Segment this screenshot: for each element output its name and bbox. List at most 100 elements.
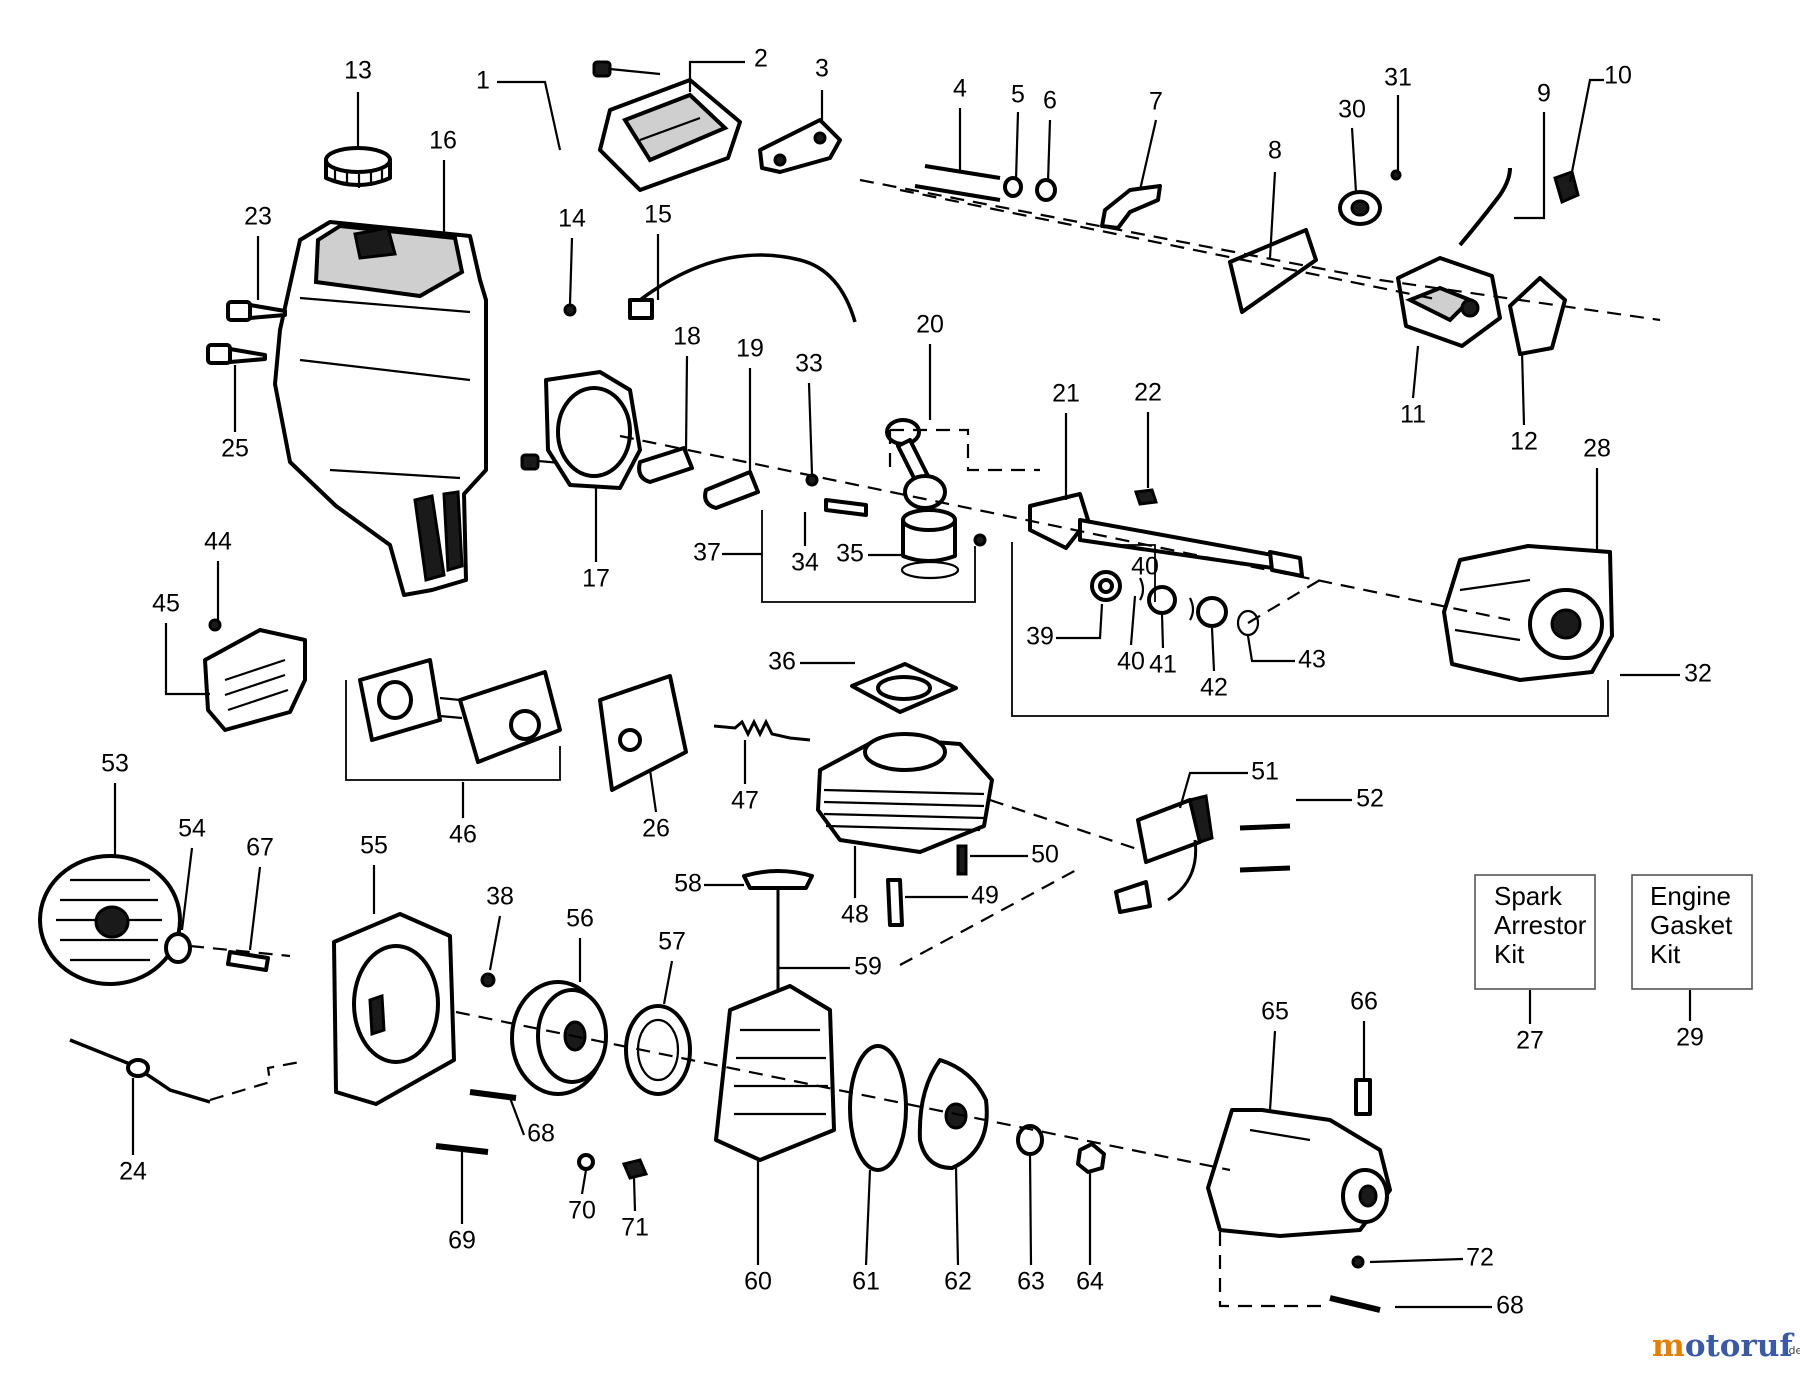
part-reed-plate-18 (637, 446, 694, 484)
part-key-71 (621, 1158, 649, 1180)
part-fan-housing (714, 984, 836, 1162)
callout-number: 68 (1496, 1292, 1524, 1320)
callout-number: 70 (568, 1197, 596, 1225)
part-flywheel (38, 854, 182, 986)
callout-number: 67 (246, 834, 274, 862)
callout-number: 20 (916, 311, 944, 339)
part-fuel-line (1458, 167, 1512, 247)
part-recoil-spring (624, 1004, 692, 1096)
part-bracket-3 (758, 118, 842, 174)
part-screw-25 (206, 343, 267, 365)
part-clip-35 (973, 533, 987, 547)
part-starter-housing (332, 912, 456, 1106)
callout-number: 62 (944, 1268, 972, 1296)
callout-number: 19 (736, 335, 764, 363)
kit-line: Gasket (1650, 910, 1733, 940)
part-screw-72 (1351, 1255, 1365, 1269)
callout-number: 40 (1131, 553, 1159, 581)
part-throttle-cable (638, 253, 857, 323)
callout-number: 14 (558, 205, 586, 233)
kit-line: Arrestor (1494, 910, 1587, 940)
kit-spark-arrestor: Spark Arrestor Kit 27 (1474, 874, 1596, 1055)
callout-number: 16 (429, 127, 457, 155)
part-screw-69 (435, 1143, 489, 1155)
part-clutch-housing (1206, 1108, 1392, 1238)
callout-number: 41 (1149, 651, 1177, 679)
part-primer-10 (1553, 170, 1580, 205)
group-brackets (345, 510, 1609, 781)
part-screw-68a (469, 1089, 517, 1101)
part-spark-arrestor (203, 618, 307, 732)
part-connecting-rod (885, 418, 947, 510)
callout-number: 69 (448, 1227, 476, 1255)
kit-boxes: Spark Arrestor Kit 27 Engine Gasket Kit … (1474, 874, 1753, 1055)
part-heat-shield-hole (618, 728, 642, 752)
part-wire-connector (126, 1058, 150, 1078)
callout-number: 8 (1268, 137, 1282, 165)
part-piston-pin-34 (824, 498, 868, 517)
callout-number: 10 (1604, 62, 1632, 90)
part-bearing-41 (1147, 585, 1177, 615)
callout-number: 72 (1466, 1244, 1494, 1272)
part-choke-knob (1338, 190, 1382, 226)
callout-number: 36 (768, 648, 796, 676)
brand-suffix: .de (1785, 1344, 1800, 1357)
part-bearing-42 (1196, 596, 1228, 628)
part-heat-shield (598, 674, 688, 792)
part-washer-5 (1003, 176, 1023, 198)
callout-number: 43 (1298, 646, 1326, 674)
part-intake-gasket (544, 370, 642, 490)
part-screw-38 (480, 972, 496, 988)
callout-number: 52 (1356, 785, 1384, 813)
callout-number: 46 (449, 821, 477, 849)
part-throttle-lever (1100, 184, 1162, 230)
part-carb-gasket (1508, 276, 1567, 356)
kit-line: Spark (1494, 881, 1563, 911)
part-screw-70 (577, 1153, 595, 1171)
part-screw-14 (563, 303, 577, 317)
callout-number: 11 (1400, 401, 1426, 429)
brand-rest: otoruf (1685, 1328, 1795, 1364)
callout-number: 45 (152, 590, 180, 618)
part-screw-2 (592, 60, 661, 78)
callout-number: 47 (731, 787, 759, 815)
callout-number: 37 (693, 539, 721, 567)
part-cylinder-gasket (850, 662, 958, 714)
callout-number: 5 (1011, 81, 1025, 109)
callout-number: 53 (101, 750, 129, 778)
callout-number: 29 (1676, 1024, 1704, 1052)
part-illustrations (38, 60, 1614, 1313)
part-crankcase (1442, 544, 1614, 682)
callout-number: 57 (658, 928, 686, 956)
callout-number: 7 (1149, 88, 1163, 116)
callout-number: 12 (1510, 428, 1538, 456)
part-cable-clip (628, 298, 654, 320)
callout-number: 6 (1043, 87, 1057, 115)
part-spark-plug (886, 878, 904, 927)
callout-number: 34 (791, 549, 819, 577)
part-reed-plate-19 (703, 470, 760, 510)
part-screw-66 (1354, 1078, 1372, 1116)
part-screws-4 (914, 164, 1001, 202)
callout-number: 3 (815, 55, 829, 83)
callout-number: 66 (1350, 988, 1378, 1016)
callout-number: 26 (642, 815, 670, 843)
callout-number: 28 (1583, 435, 1611, 463)
callout-number: 56 (566, 905, 594, 933)
part-screw-23 (226, 300, 287, 322)
part-washer-54 (164, 932, 192, 964)
part-pin-67 (226, 950, 270, 972)
part-fuel-cap (324, 146, 392, 188)
callout-number: 63 (1017, 1268, 1045, 1296)
part-carburetor (1396, 256, 1502, 348)
callout-number: 54 (178, 815, 206, 843)
callout-number: 59 (854, 953, 882, 981)
part-disc-61 (848, 1044, 908, 1172)
kit-line: Kit (1650, 939, 1681, 969)
callout-number: 58 (674, 870, 702, 898)
callout-number: 4 (953, 75, 967, 103)
part-ring-40b (1189, 597, 1195, 621)
callout-number: 15 (644, 201, 672, 229)
